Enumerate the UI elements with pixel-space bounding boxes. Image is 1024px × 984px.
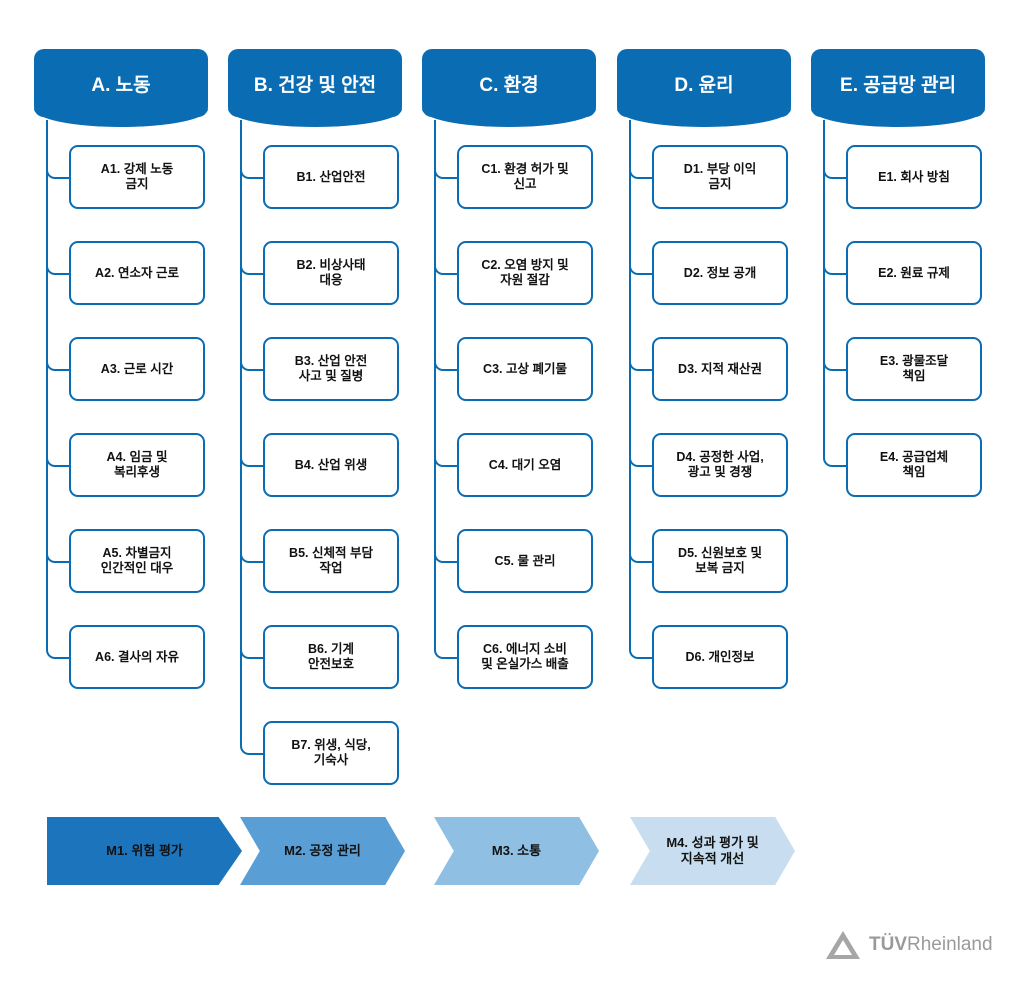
tuv-rheinland-logo: TÜVRheinland — [823, 928, 993, 962]
connector-branch — [434, 551, 459, 563]
process-step-4: M4. 성과 평가 및 지속적 개선 — [630, 817, 795, 885]
requirement-card: C2. 오염 방지 및 자원 절감 — [457, 241, 593, 305]
requirement-card: C1. 환경 허가 및 신고 — [457, 145, 593, 209]
requirement-card: A5. 차별금지 인간적인 대우 — [69, 529, 205, 593]
connector-line — [46, 120, 48, 647]
requirement-card: E3. 광물조달 책임 — [846, 337, 982, 401]
logo-text: Rheinland — [907, 934, 993, 955]
connector-branch — [46, 359, 71, 371]
process-step-3: M3. 소통 — [434, 817, 599, 885]
category-header-3: C. 환경 — [422, 49, 596, 127]
connector-branch — [240, 359, 265, 371]
connector-branch — [434, 455, 459, 467]
requirement-card: B4. 산업 위생 — [263, 433, 399, 497]
category-header-5: E. 공급망 관리 — [811, 49, 985, 127]
connector-branch — [240, 167, 265, 179]
requirement-card: C5. 물 관리 — [457, 529, 593, 593]
connector-branch — [240, 647, 265, 659]
connector-branch — [240, 455, 265, 467]
requirement-card: A3. 근로 시간 — [69, 337, 205, 401]
connector-branch — [823, 167, 848, 179]
process-step-2: M2. 공정 관리 — [240, 817, 405, 885]
connector-branch — [434, 167, 459, 179]
connector-branch — [823, 263, 848, 275]
connector-branch — [434, 647, 459, 659]
requirement-card: E2. 원료 규제 — [846, 241, 982, 305]
requirement-card: D6. 개인정보 — [652, 625, 788, 689]
process-step-1: M1. 위험 평가 — [47, 817, 242, 885]
requirement-card: E4. 공급업체 책임 — [846, 433, 982, 497]
requirement-card: D5. 신원보호 및 보복 금지 — [652, 529, 788, 593]
requirement-card: C6. 에너지 소비 및 온실가스 배출 — [457, 625, 593, 689]
connector-branch — [629, 455, 654, 467]
requirement-card: B5. 신체적 부담 작업 — [263, 529, 399, 593]
connector-branch — [434, 263, 459, 275]
connector-branch — [240, 743, 265, 755]
requirement-card: A2. 연소자 근로 — [69, 241, 205, 305]
requirement-card: B1. 산업안전 — [263, 145, 399, 209]
category-title: A. 노동 — [91, 74, 151, 96]
requirement-card: A1. 강제 노동 금지 — [69, 145, 205, 209]
connector-branch — [46, 647, 71, 659]
category-title: D. 윤리 — [674, 74, 734, 96]
category-title: C. 환경 — [479, 74, 539, 96]
connector-branch — [240, 551, 265, 563]
requirement-card: B6. 기계 안전보호 — [263, 625, 399, 689]
connector-branch — [434, 359, 459, 371]
connector-branch — [240, 263, 265, 275]
requirement-card: A6. 결사의 자유 — [69, 625, 205, 689]
connector-branch — [46, 551, 71, 563]
category-header-1: A. 노동 — [34, 49, 208, 127]
category-title: B. 건강 및 안전 — [253, 74, 377, 96]
requirement-card: C4. 대기 오염 — [457, 433, 593, 497]
requirement-card: D1. 부당 이익 금지 — [652, 145, 788, 209]
triangle-logo-icon — [826, 931, 860, 959]
requirement-card: B2. 비상사태 대응 — [263, 241, 399, 305]
connector-branch — [629, 359, 654, 371]
category-header-2: B. 건강 및 안전 — [228, 49, 402, 127]
requirement-card: B3. 산업 안전 사고 및 질병 — [263, 337, 399, 401]
requirement-card: E1. 회사 방침 — [846, 145, 982, 209]
connector-line — [823, 120, 825, 455]
requirement-card: D4. 공정한 사업, 광고 및 경쟁 — [652, 433, 788, 497]
connector-branch — [629, 167, 654, 179]
connector-branch — [629, 263, 654, 275]
connector-line — [240, 120, 242, 743]
connector-branch — [823, 359, 848, 371]
connector-line — [434, 120, 436, 647]
requirement-card: C3. 고상 폐기물 — [457, 337, 593, 401]
connector-branch — [46, 455, 71, 467]
requirement-card: B7. 위생, 식당, 기숙사 — [263, 721, 399, 785]
connector-branch — [46, 167, 71, 179]
category-title: E. 공급망 관리 — [840, 74, 956, 96]
requirement-card: D3. 지적 재산권 — [652, 337, 788, 401]
logo-text-bold: TÜV — [869, 934, 907, 955]
connector-branch — [823, 455, 848, 467]
requirement-card: D2. 정보 공개 — [652, 241, 788, 305]
connector-branch — [629, 551, 654, 563]
requirement-card: A4. 임금 및 복리후생 — [69, 433, 205, 497]
connector-branch — [629, 647, 654, 659]
category-header-4: D. 윤리 — [617, 49, 791, 127]
connector-line — [629, 120, 631, 647]
connector-branch — [46, 263, 71, 275]
